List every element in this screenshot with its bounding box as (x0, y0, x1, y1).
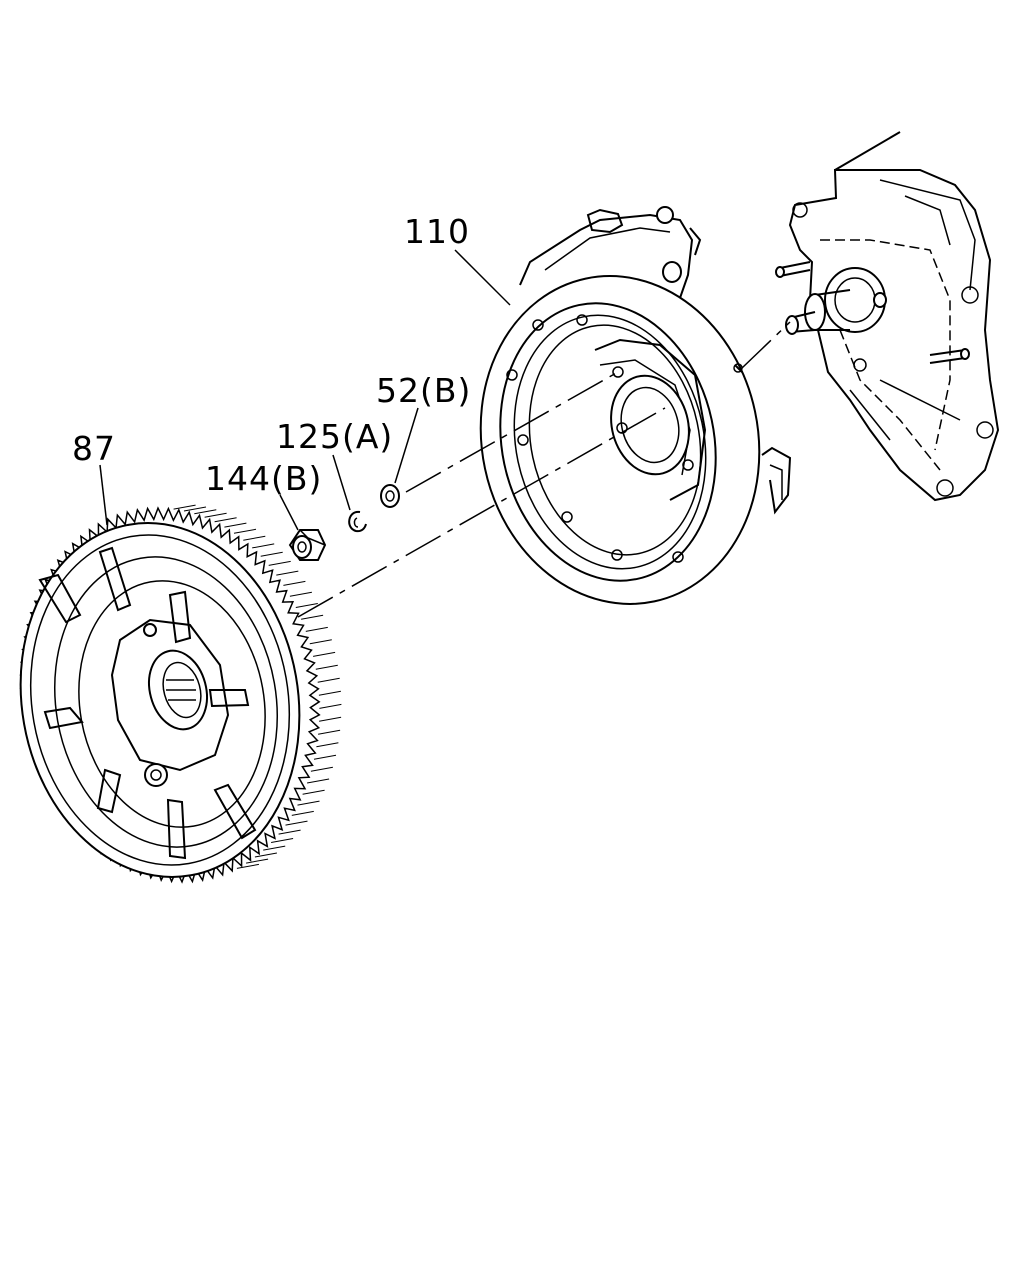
flywheel-housing (479, 206, 792, 605)
gear-tooth-line (307, 778, 330, 784)
gear-tooth-line (302, 789, 325, 795)
gear-tooth-line (254, 852, 277, 858)
gear-tooth-line (204, 512, 227, 518)
gear-tooth-line (283, 580, 306, 586)
washer (380, 484, 400, 508)
callout-110: 110 (404, 212, 470, 251)
gear-tooth-line (276, 570, 299, 576)
gear-tooth-line (173, 504, 196, 510)
gear-tooth-line (246, 858, 269, 864)
gear-tooth-line (313, 651, 336, 657)
gear-tooth-line (319, 716, 342, 722)
gear-tooth-line (313, 754, 337, 760)
gear-tooth-line (252, 543, 275, 549)
snap-ring (348, 510, 367, 533)
gear-tooth-line (317, 677, 340, 683)
gear-tooth-line (297, 800, 320, 806)
gear-tooth-line (309, 639, 332, 645)
gear-tooth-line (233, 528, 257, 534)
gear-tooth-line (236, 863, 259, 869)
gear-tooth-line (224, 522, 247, 528)
gear-tooth-line (295, 603, 318, 608)
gear-tooth-line (183, 506, 207, 512)
engine-block (775, 131, 1000, 502)
gear-tooth-line (316, 742, 339, 748)
callout-87: 87 (72, 429, 116, 468)
callout-144-b: 144(B) (205, 459, 322, 498)
gear-tooth-line (319, 703, 342, 709)
gear-tooth-line (271, 838, 294, 843)
flywheel-ring-gear (19, 504, 342, 884)
leader-lines (99, 249, 791, 618)
gear-tooth-line (278, 829, 301, 835)
gear-tooth-line (243, 535, 266, 541)
gear-tooth-line (291, 810, 314, 816)
callout-52-b: 52(B) (376, 371, 471, 410)
gear-tooth-line (214, 517, 237, 523)
callout-labels: 87 144(B) 125(A) 52(B) 110 (72, 212, 471, 498)
gear-tooth-line (194, 509, 217, 515)
gear-tooth-line (260, 551, 283, 557)
gear-tooth-line (289, 591, 312, 597)
gear-tooth-line (315, 664, 338, 670)
gear-tooth-line (263, 845, 286, 851)
callout-125-a: 125(A) (276, 417, 393, 456)
gear-tooth-line (310, 766, 333, 772)
gear-tooth-line (301, 614, 324, 620)
gear-tooth-line (305, 626, 328, 632)
gear-tooth-line (318, 729, 341, 735)
gear-tooth-line (318, 690, 341, 696)
gear-tooth-line (285, 820, 308, 826)
nut (288, 529, 327, 561)
gear-tooth-line (268, 560, 291, 566)
